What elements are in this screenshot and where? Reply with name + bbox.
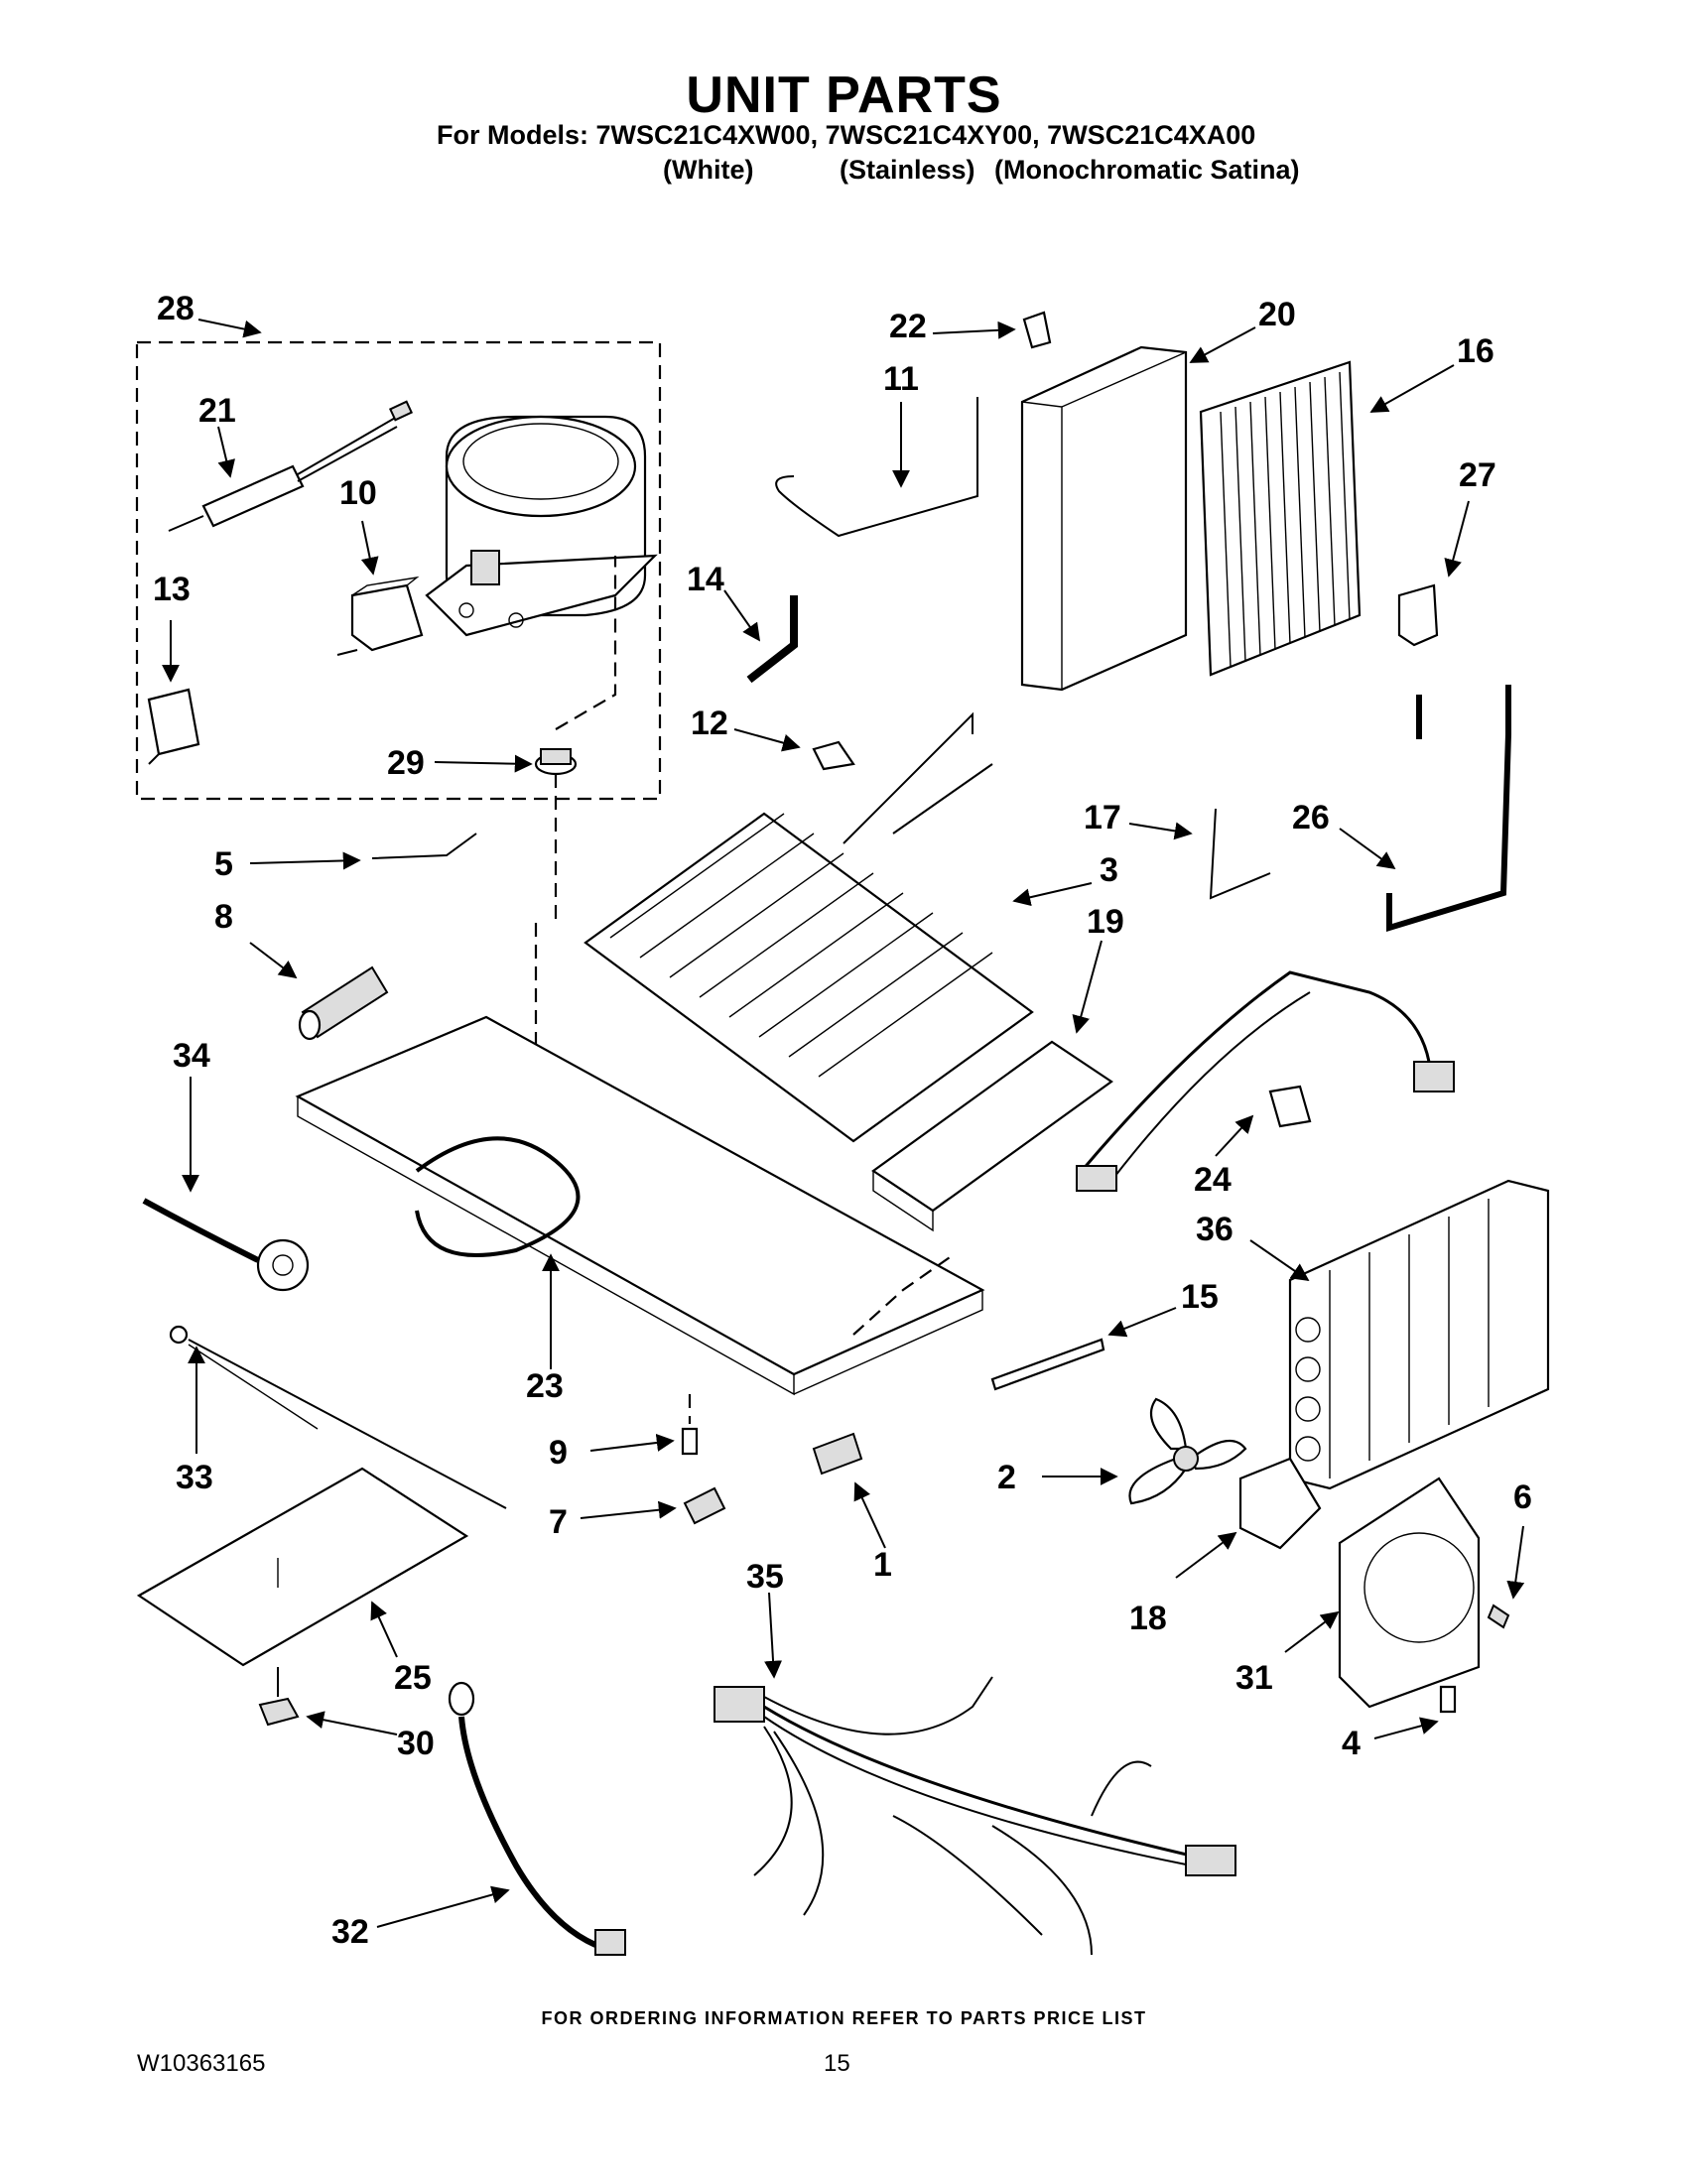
bushing-1-drawing — [812, 1432, 863, 1476]
leader-lines — [162, 319, 1525, 1928]
callout-34: 34 — [173, 1037, 210, 1075]
page-title: UNIT PARTS — [686, 66, 1002, 124]
grommet-drawing — [534, 748, 578, 776]
callout-31: 31 — [1235, 1659, 1273, 1697]
callout-1: 1 — [873, 1546, 892, 1584]
ordering-note: FOR ORDERING INFORMATION REFER TO PARTS … — [541, 2008, 1147, 2028]
tube-14-drawing — [746, 595, 798, 684]
callout-10: 10 — [339, 474, 377, 512]
callout-13: 13 — [153, 571, 191, 608]
variant-white: (White) — [663, 155, 754, 185]
callout-30: 30 — [397, 1725, 435, 1762]
callout-33: 33 — [176, 1459, 213, 1496]
bushing-7-drawing — [683, 1486, 726, 1525]
suction-line-drawing — [775, 397, 978, 538]
callout-11: 11 — [883, 360, 919, 398]
evaporator-drawing — [1199, 360, 1362, 677]
harness-35-drawing — [714, 1676, 1236, 1956]
callout-7: 7 — [549, 1503, 568, 1541]
callout-2: 2 — [997, 1459, 1016, 1496]
variant-stainless: (Stainless) — [840, 155, 975, 185]
tube-32-drawing — [448, 1681, 626, 1956]
callout-29: 29 — [387, 744, 425, 782]
screw-9-drawing — [681, 1394, 699, 1456]
condenser-36-drawing — [1288, 1179, 1550, 1490]
fan-motor-drawing — [1238, 1457, 1322, 1550]
screw-4-drawing — [1439, 1685, 1457, 1714]
drain-pan-drawing — [871, 1040, 1113, 1232]
callout-26: 26 — [1292, 799, 1330, 836]
compressor-drawing — [425, 415, 658, 637]
callout-16: 16 — [1457, 332, 1494, 370]
models-line: For Models: 7WSC21C4XW00, 7WSC21C4XY00, … — [437, 120, 1256, 150]
fan-shroud-drawing — [1338, 1477, 1481, 1709]
clip-12-drawing — [812, 740, 855, 771]
callout-8: 8 — [214, 898, 233, 936]
compressor-kit-outline — [135, 340, 662, 801]
callout-20: 20 — [1258, 296, 1296, 333]
clip-30-drawing — [258, 1697, 300, 1727]
callout-15: 15 — [1181, 1278, 1219, 1316]
clip-22-drawing — [1022, 311, 1052, 349]
callout-24: 24 — [1194, 1161, 1232, 1199]
callout-27: 27 — [1459, 456, 1496, 494]
clip-27-drawing — [1397, 583, 1439, 647]
tie-15-drawing — [990, 1338, 1105, 1391]
document-number: W10363165 — [137, 2050, 266, 2077]
callout-28: 28 — [157, 290, 195, 327]
start-relay-drawing — [336, 576, 424, 656]
callout-36: 36 — [1196, 1211, 1234, 1248]
fan-blade-drawing — [1128, 1397, 1247, 1505]
callout-12: 12 — [691, 705, 728, 742]
page-number: 15 — [824, 2050, 850, 2077]
tube-26-drawing — [1386, 685, 1511, 933]
evaporator-cover-drawing — [1020, 345, 1188, 692]
callout-18: 18 — [1129, 1600, 1167, 1637]
sensor-33-drawing — [169, 1325, 507, 1509]
variant-monochromatic: (Monochromatic Satina) — [994, 155, 1300, 185]
callout-19: 19 — [1087, 903, 1124, 941]
callout-4: 4 — [1342, 1725, 1361, 1762]
callout-3: 3 — [1100, 851, 1118, 889]
callout-14: 14 — [687, 561, 724, 598]
filter-drier-drawing — [168, 400, 414, 532]
condenser-coil-drawing — [584, 711, 1034, 1143]
wire-harness-24-drawing — [1076, 970, 1455, 1192]
pin-5-drawing — [371, 833, 477, 859]
insulation-sheet-drawing — [136, 1467, 469, 1667]
callout-21: 21 — [198, 392, 236, 430]
callout-35: 35 — [746, 1558, 784, 1596]
callout-17: 17 — [1084, 799, 1121, 836]
sleeve-8-drawing — [298, 965, 389, 1041]
callout-5: 5 — [214, 845, 233, 883]
callout-23: 23 — [526, 1367, 564, 1405]
overload-drawing — [147, 688, 200, 765]
wire-17-drawing — [1209, 808, 1271, 900]
callout-22: 22 — [889, 308, 927, 345]
harness-34-drawing — [142, 1198, 310, 1292]
callout-25: 25 — [394, 1659, 432, 1697]
callout-6: 6 — [1513, 1478, 1532, 1516]
callout-9: 9 — [549, 1434, 568, 1472]
callout-32: 32 — [331, 1913, 369, 1951]
screw-6-drawing — [1487, 1604, 1510, 1629]
